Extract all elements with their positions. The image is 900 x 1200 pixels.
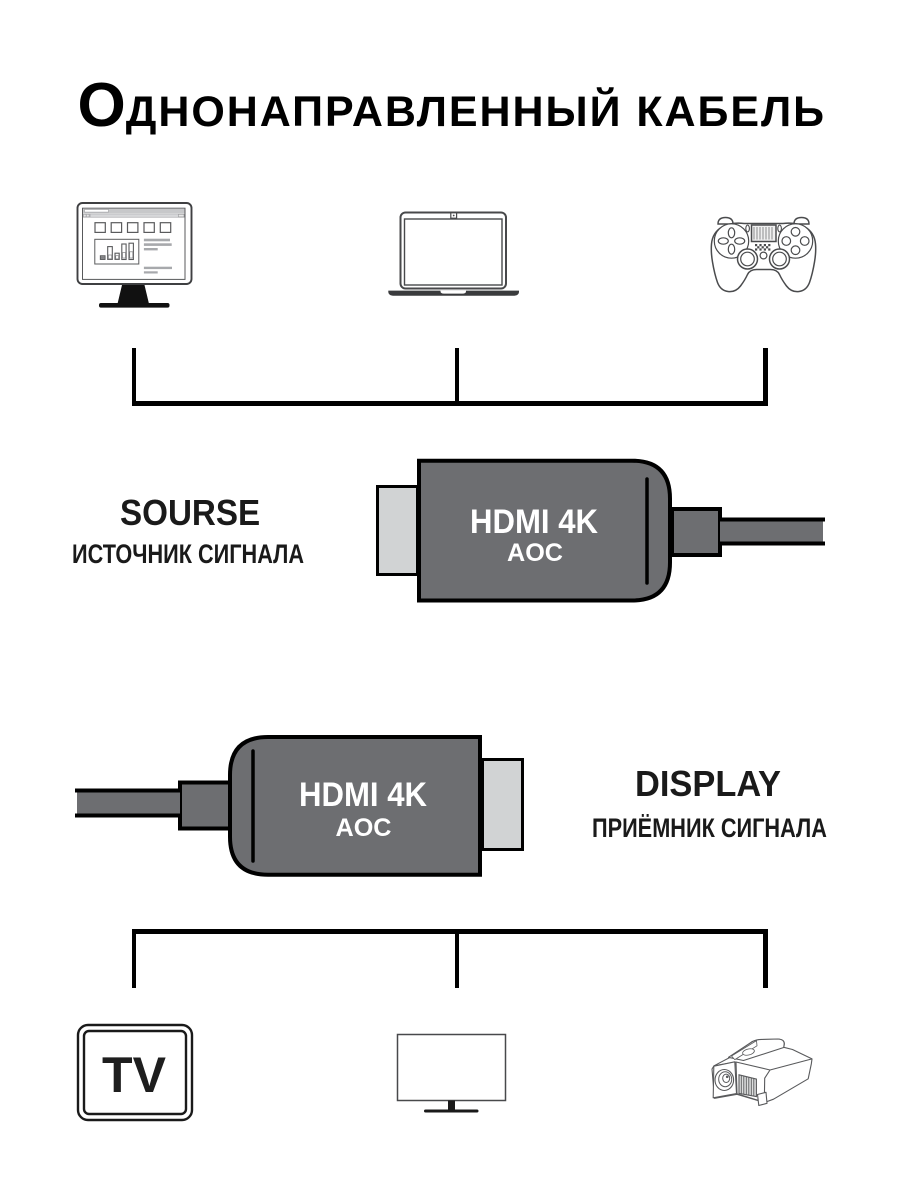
svg-text:TV: TV [102, 1047, 167, 1103]
svg-text:AOC: AOC [507, 539, 563, 567]
svg-text:HDMI 4K: HDMI 4K [470, 503, 598, 541]
svg-text:AOC: AOC [336, 814, 392, 842]
svg-text:HDMI 4K: HDMI 4K [299, 776, 427, 814]
